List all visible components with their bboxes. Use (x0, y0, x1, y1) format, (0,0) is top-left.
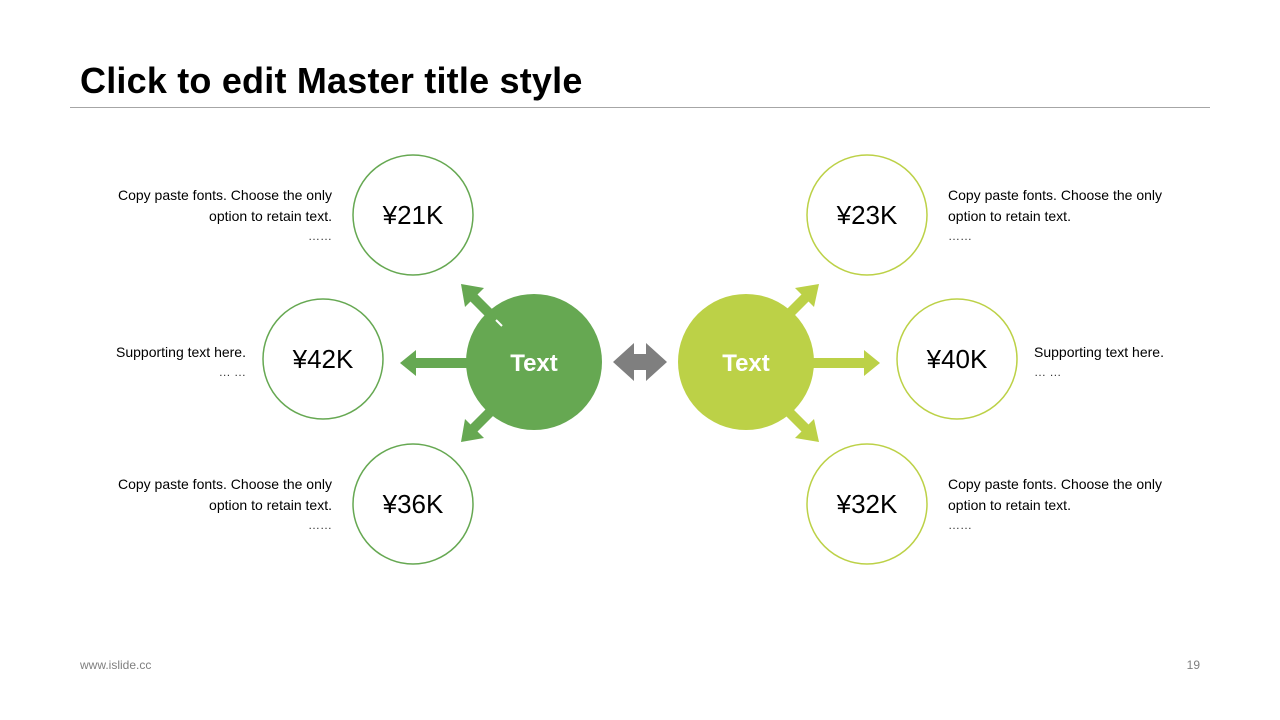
left-bottom-dots: …… (308, 518, 332, 532)
arrow-left-head (400, 350, 416, 376)
right-bottom-value-circle (806, 443, 928, 565)
page-title: Click to edit Master title style (80, 60, 583, 101)
left-middle-text: Supporting text here. (116, 344, 246, 360)
right-hub-label: Text (722, 350, 770, 377)
left-bottom-description: Copy paste fonts. Choose the only option… (100, 474, 332, 534)
left-top-dots: …… (308, 229, 332, 243)
left-bottom-value: ¥36K (382, 489, 444, 519)
arrow-upper-left-head (461, 284, 484, 307)
right-middle-value: ¥40K (926, 344, 988, 374)
left-middle-value-circle (262, 298, 384, 420)
double-arrow-icon (613, 343, 667, 381)
left-hub-circle (466, 294, 602, 430)
left-top-description: Copy paste fonts. Choose the only option… (100, 185, 332, 245)
left-middle-dots: … … (218, 365, 246, 379)
right-bottom-description: Copy paste fonts. Choose the only option… (948, 474, 1180, 534)
right-middle-description: Supporting text here. … … (1034, 342, 1184, 381)
left-hub-label: Text (510, 350, 558, 377)
right-bottom-dots: …… (948, 518, 972, 532)
footer-page-number: 19 (1186, 658, 1200, 672)
right-middle-value-circle (896, 298, 1018, 420)
left-top-value: ¥21K (382, 200, 444, 230)
right-middle-dots: … … (1034, 365, 1062, 379)
right-top-dots: …… (948, 229, 972, 243)
right-top-value: ¥23K (836, 200, 898, 230)
left-top-text: Copy paste fonts. Choose the only option… (117, 187, 332, 224)
left-hub-joint-1 (495, 319, 503, 327)
arrow-right-head (864, 350, 880, 376)
left-bottom-value-circle (352, 443, 474, 565)
right-middle-text: Supporting text here. (1034, 344, 1164, 360)
right-top-description: Copy paste fonts. Choose the only option… (948, 185, 1180, 245)
right-hub-circle (678, 294, 814, 430)
right-top-value-circle (806, 154, 928, 276)
left-top-value-circle (352, 154, 474, 276)
left-middle-value: ¥42K (292, 344, 354, 374)
left-middle-description: Supporting text here. … … (100, 342, 246, 381)
left-bottom-text: Copy paste fonts. Choose the only option… (117, 476, 332, 513)
right-bottom-text: Copy paste fonts. Choose the only option… (948, 476, 1163, 513)
right-top-text: Copy paste fonts. Choose the only option… (948, 187, 1163, 224)
title-divider (70, 107, 1210, 108)
right-bottom-value: ¥32K (836, 489, 898, 519)
footer-website: www.islide.cc (80, 658, 152, 672)
arrow-lower-right-head (795, 419, 819, 442)
arrow-lower-left-head (461, 419, 484, 442)
arrow-upper-right-head (795, 284, 819, 307)
